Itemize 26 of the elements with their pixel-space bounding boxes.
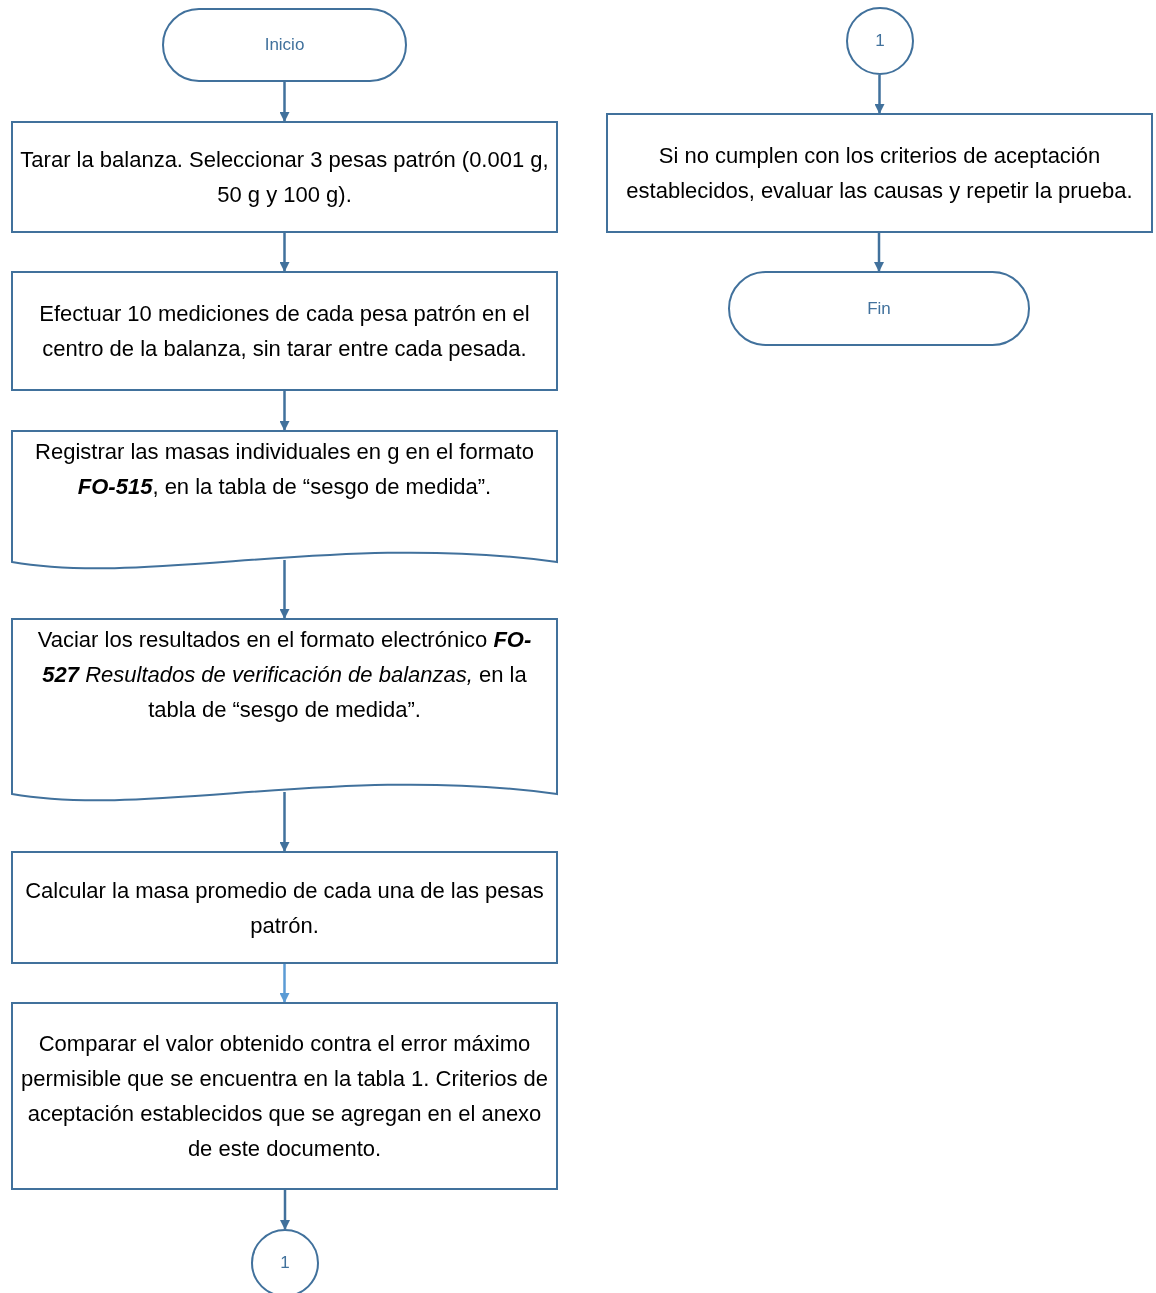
process-box <box>11 271 558 391</box>
step-text: Calcular la masa promedio de cada una de las pesas patrón. <box>24 876 545 940</box>
connector-circle <box>846 7 914 75</box>
step-text: Efectuar 10 mediciones de cada pesa patrón en el centro de la balanza, sin tarar entre cada pesada. <box>38 300 531 363</box>
step-text: Si no cumplen con los criterios de aceptación establecidos, evaluar las causas y repetir la prueba. <box>625 142 1134 205</box>
arrow <box>279 964 290 1003</box>
shape-label: 1 <box>875 30 885 53</box>
arrow <box>874 233 884 272</box>
step-text: Registrar las masas individuales en g en el formato FO-515, en la tabla de “sesgo de medida”. <box>34 438 535 501</box>
process-box <box>606 113 1153 233</box>
arrow <box>280 1190 290 1230</box>
arrow <box>279 792 290 852</box>
process-box <box>11 121 558 233</box>
shape-label: 1 <box>280 1252 290 1275</box>
shape-label: Inicio <box>264 34 305 57</box>
process-box <box>11 1002 558 1190</box>
shape-label: Fin <box>867 297 891 320</box>
arrow <box>279 233 290 272</box>
step-text: Vaciar los resultados en el formato electrónico FO-527 Resultados de verificación de balanzas, en la tabla de “sesgo de medida”. <box>36 626 533 724</box>
step-text: Comparar el valor obtenido contra el error máximo permisible que se encuentra en la tabla 1. Criterios de aceptación establecidos que se agregan en el anexo de este documento. <box>19 1030 550 1163</box>
arrow <box>279 82 290 122</box>
arrow <box>279 391 290 431</box>
step-text: Tarar la balanza. Seleccionar 3 pesas patrón (0.001 g, 50 g y 100 g). <box>19 146 550 209</box>
arrow <box>874 75 885 114</box>
arrow <box>279 560 290 619</box>
process-box <box>11 851 558 964</box>
